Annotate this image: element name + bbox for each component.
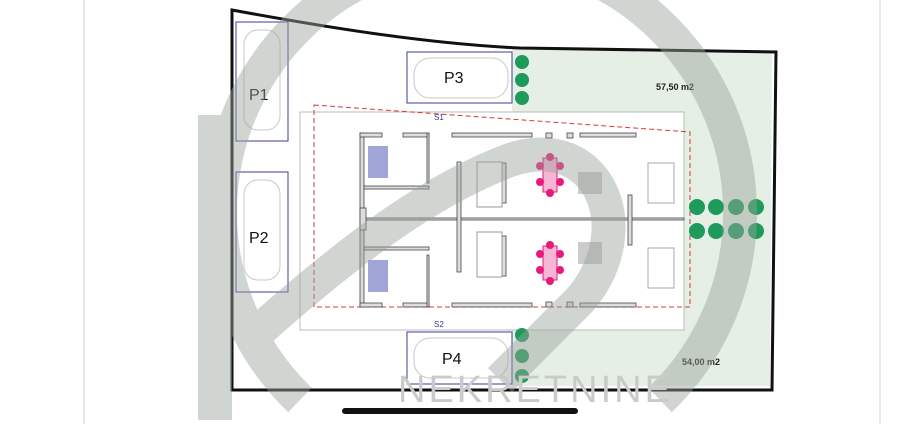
parking-p2 [235,171,289,293]
building-envelope [299,111,685,331]
watermark-logo [198,0,757,420]
parking-p4 [406,331,513,385]
hob-icon [578,172,602,194]
garden-area-south: 54,00 m2 [682,357,720,367]
bed-icon [368,146,388,178]
terrace-table-icon [647,247,675,289]
watermark-text: NEKRETNINE [398,369,673,411]
parking-p3 [406,51,513,104]
hob-icon [578,242,602,264]
dining-table-icon [536,153,564,197]
parking-label-p4: P4 [442,351,462,368]
home-indicator[interactable] [342,408,578,414]
stair-label-s1: S1 [434,113,444,122]
car-icons [243,29,509,379]
staircase [476,161,503,278]
parking-label-p2: P2 [249,230,269,247]
plot-boundary [230,8,778,392]
parking-label-p3: P3 [444,70,464,87]
parking-spaces [235,21,513,385]
garden-area-north: 57,50 m2 [656,82,694,92]
terrace-table-icon [647,162,675,204]
parking-p1 [235,21,289,142]
tree-icons [515,55,764,383]
parking-label-p1: P1 [249,87,269,104]
building-line-dashed [313,104,691,308]
walls [359,132,685,308]
garden [512,48,772,386]
bed-icon [368,260,388,292]
dining-table-icon [536,241,564,285]
stair-label-s2: S2 [434,320,444,329]
